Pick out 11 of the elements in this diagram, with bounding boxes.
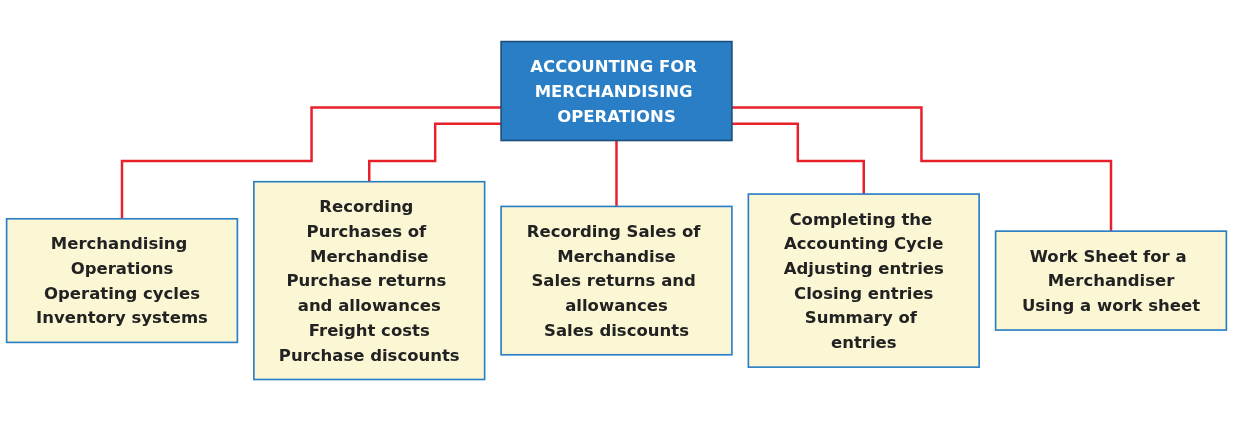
node-box: Completing the Accounting Cycle Adjusting entries Closing entries Summary of entries (747, 193, 980, 368)
node-box: Work Sheet for a Merchandiser Using a work sheet (994, 230, 1228, 331)
node-box: Recording Sales of Merchandise Sales returns and allowances Sales discounts (500, 205, 733, 356)
node-box: ACCOUNTING FOR MERCHANDISING OPERATIONS (500, 40, 733, 142)
node-box: Recording Purchases of Merchandise Purchase returns and allowances Freight costs Purchase discounts (253, 180, 486, 381)
connector (368, 122, 502, 183)
connector (731, 106, 1113, 233)
node-box: Merchandising Operations Operating cycles Inventory systems (5, 217, 239, 344)
connector (120, 106, 502, 220)
connector (615, 139, 618, 208)
connector (731, 122, 865, 196)
